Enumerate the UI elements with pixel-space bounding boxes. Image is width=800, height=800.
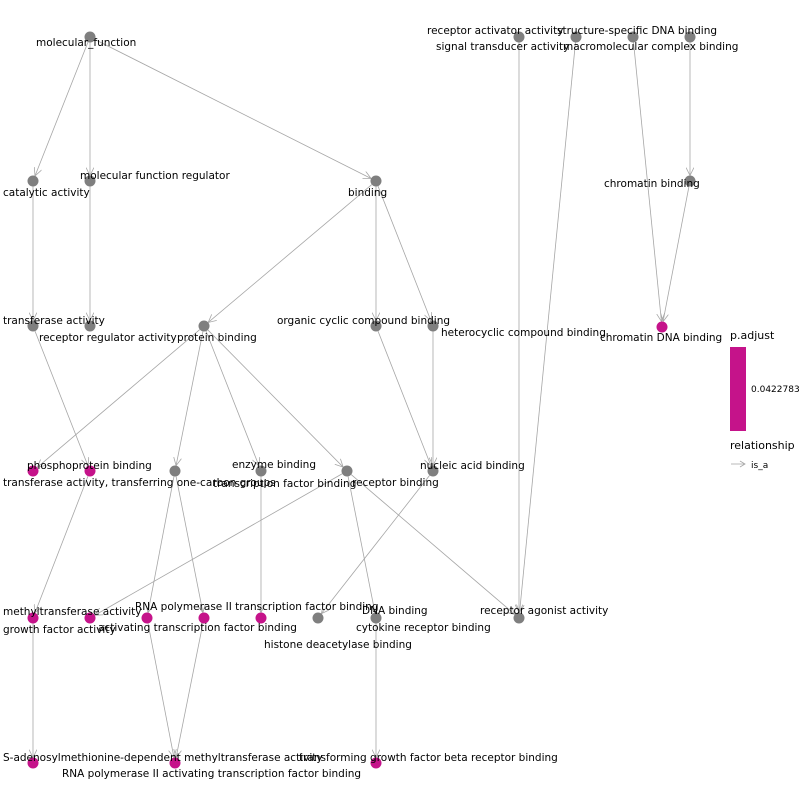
node-macro[interactable]: [684, 31, 696, 43]
node-label-tfb: transcription factor binding: [213, 478, 356, 490]
node-label-gfa: growth factor activity: [3, 624, 116, 636]
node-ppb[interactable]: [27, 465, 39, 477]
node-label-meth: methyltransferase activity: [3, 606, 141, 618]
node-mf[interactable]: [84, 31, 96, 43]
edge-prot-to-ppb: [37, 329, 201, 468]
edge-chrom-to-chromdna: [663, 186, 690, 321]
edge-atfb-to-rnapolact: [147, 623, 174, 757]
node-occb[interactable]: [370, 320, 382, 332]
edge-prot-to-recb: [207, 329, 343, 467]
node-atfb[interactable]: [141, 612, 153, 624]
node-sig_trans[interactable]: [570, 31, 582, 43]
edge-recb-to-cytok: [347, 476, 375, 612]
node-label-dna: DNA binding: [362, 605, 428, 617]
node-recb[interactable]: [341, 465, 353, 477]
node-cat[interactable]: [27, 175, 39, 187]
node-rec_act[interactable]: [513, 31, 525, 43]
node-label-chrom: chromatin binding: [604, 178, 700, 190]
node-label-mfr: molecular function regulator: [80, 170, 230, 182]
node-label-hdb: histone deacetylase binding: [264, 639, 412, 651]
node-chromdna[interactable]: [656, 321, 668, 333]
node-label-occb: organic cyclic compound binding: [277, 315, 450, 327]
node-transf[interactable]: [27, 320, 39, 332]
edge-mf-to-cat: [35, 41, 89, 176]
node-rnapolact[interactable]: [169, 757, 181, 769]
node-label-sig_trans: signal transducer activity: [436, 41, 569, 53]
legend-padjust-title: p.adjust: [730, 329, 775, 342]
edge-binding-to-prot: [208, 184, 373, 323]
node-label-chromdna: chromatin DNA binding: [600, 332, 722, 344]
node-label-cat: catalytic activity: [3, 187, 90, 199]
node-label-rra: receptor regulator activity: [39, 332, 177, 344]
node-label-prot: protein binding: [177, 332, 257, 344]
edge-mf-to-binding: [94, 39, 371, 178]
edge-binding-to-hcb: [377, 185, 431, 321]
node-label-cytok: cytokine receptor binding: [356, 622, 491, 634]
edge-prot-to-enz: [205, 330, 259, 466]
node-mfr[interactable]: [84, 175, 96, 187]
node-label-rag: receptor agonist activity: [480, 605, 608, 617]
node-prot[interactable]: [198, 320, 210, 332]
edge-rnapol-to-rnapolact: [176, 623, 204, 757]
node-label-macro: macromolecular complex binding: [563, 41, 738, 53]
edge-prot-to-tfb: [176, 331, 204, 465]
edge-recb-to-rag: [350, 474, 515, 615]
node-cytok[interactable]: [370, 612, 382, 624]
legend-relationship-entry: is_a: [751, 461, 768, 471]
node-label-recb: receptor binding: [352, 477, 439, 489]
node-dna[interactable]: [312, 612, 324, 624]
node-label-atfb: activating transcription factor binding: [98, 622, 297, 634]
node-label-tgfb: transforming growth factor beta receptor…: [299, 752, 558, 764]
node-binding[interactable]: [370, 175, 382, 187]
node-label-transf: transferase activity: [3, 315, 105, 327]
legend-relationship-title: relationship: [730, 439, 795, 452]
edge-transf-to-tr1c: [34, 330, 88, 466]
node-tfb[interactable]: [169, 465, 181, 477]
node-label-rnapol: RNA polymerase II transcription factor b…: [135, 601, 378, 613]
legend-arrow-icon: [739, 460, 746, 468]
edge-nab-to-dna: [321, 475, 430, 613]
edge-recb-to-gfa: [95, 473, 343, 616]
node-ssdna[interactable]: [627, 31, 639, 43]
node-meth[interactable]: [27, 612, 39, 624]
edge-tr1c-to-meth: [35, 475, 89, 613]
node-chrom[interactable]: [684, 175, 696, 187]
node-label-sam: S-adenosylmethionine-dependent methyltra…: [3, 752, 323, 764]
nodes-layer: [27, 31, 696, 769]
legend-padjust-colorbar: [730, 347, 746, 431]
edge-occb-to-nab: [377, 330, 431, 466]
node-label-binding: binding: [348, 187, 387, 199]
edge-sig_trans-to-rag: [520, 42, 576, 612]
node-label-hcb: heterocyclic compound binding: [441, 327, 606, 339]
node-rag[interactable]: [513, 612, 525, 624]
legend: p.adjust 0.04227833 relationship is_a: [730, 329, 800, 471]
legend-padjust-value: 0.04227833: [751, 385, 800, 395]
node-label-rec_act: receptor activator activity: [427, 25, 563, 37]
node-enz[interactable]: [255, 465, 267, 477]
edge-tfb-to-atfb: [148, 476, 175, 612]
node-sam[interactable]: [27, 757, 39, 769]
node-tgfb[interactable]: [370, 757, 382, 769]
node-rnapol[interactable]: [198, 612, 210, 624]
node-gfa[interactable]: [84, 612, 96, 624]
edges-layer: [33, 39, 690, 757]
edge-tfb-to-rnapol: [175, 476, 203, 612]
node-label-ppb: phosphoprotein binding: [27, 460, 152, 472]
node-nab[interactable]: [427, 465, 439, 477]
node-label-rnapolact: RNA polymerase II activating transcripti…: [62, 768, 361, 780]
node-label-mf: molecular_function: [36, 37, 136, 49]
node-label-enz: enzyme binding: [232, 459, 316, 471]
node-label-ssdna: structure-specific DNA binding: [557, 25, 717, 37]
node-hdb[interactable]: [255, 612, 267, 624]
node-tr1c[interactable]: [84, 465, 96, 477]
edge-ssdna-to-chromdna: [633, 42, 662, 321]
labels-layer: molecular_function catalytic activity mole…: [3, 25, 738, 780]
node-hcb[interactable]: [427, 320, 439, 332]
node-label-nab: nucleic acid binding: [420, 460, 525, 472]
node-rra[interactable]: [84, 320, 96, 332]
node-label-tr1c: transferase activity, transferring one-c…: [3, 477, 276, 489]
